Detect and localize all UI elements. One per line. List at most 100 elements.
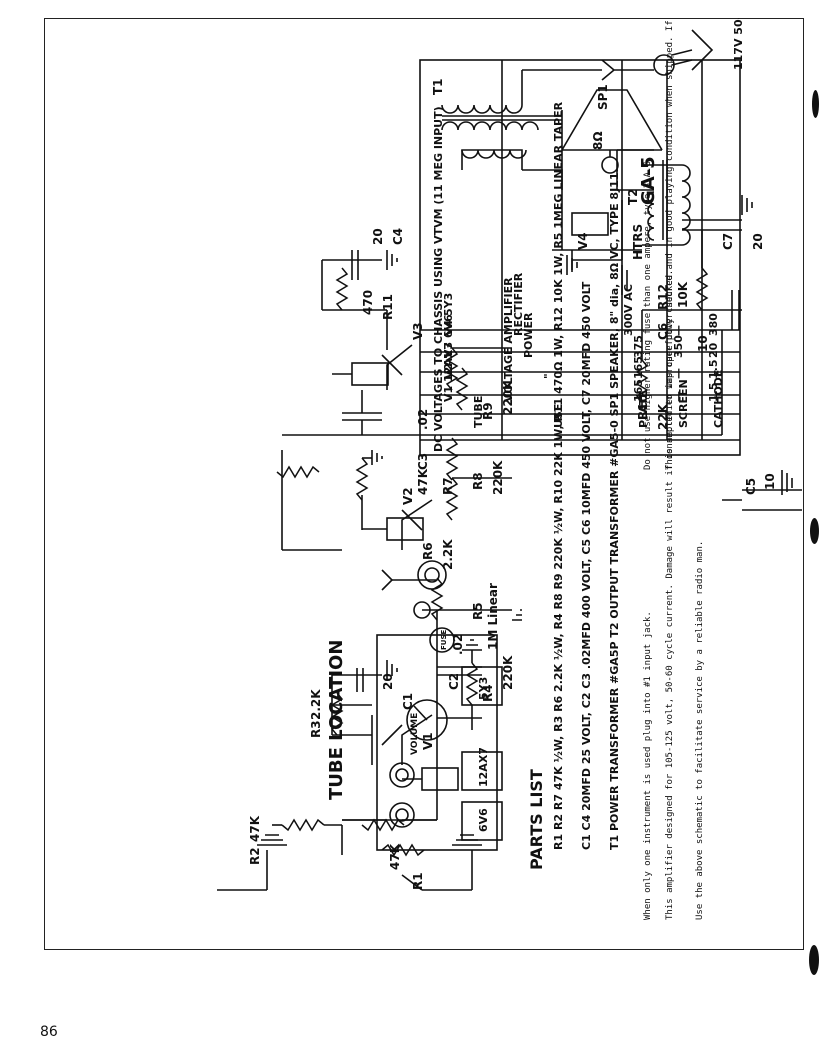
value-c4: 20	[371, 228, 385, 245]
value-r9: 220K	[501, 380, 515, 415]
table-cell: 350	[672, 335, 685, 358]
label-v2: V2	[401, 487, 415, 505]
schematic-wiring	[217, 29, 802, 891]
label-c7: C7	[721, 233, 735, 250]
table-header-plate: PLATE	[637, 390, 650, 428]
tube-6v6: 6V6	[477, 808, 490, 832]
input-jack-1	[389, 802, 415, 828]
mains-label: 117V 50-60~	[732, 18, 745, 70]
tube-socket-5y3	[461, 666, 503, 706]
table-cell: V3 6V6	[442, 314, 455, 358]
label-c3: C3	[416, 453, 430, 470]
table-cell: 165	[632, 356, 645, 379]
notes: When only one instrument is used plug in…	[643, 0, 705, 920]
label-r7: R7	[441, 477, 455, 495]
table-cell: 1.5	[707, 383, 720, 403]
value-r1: 47K	[388, 843, 402, 870]
table-cell: VOLTAGE AMPLIFIER	[502, 277, 515, 402]
label-t2: T2	[626, 188, 640, 205]
value-c3: .02	[416, 409, 430, 430]
table-cell: —	[672, 368, 685, 379]
voltage-table: DC VOLTAGES TO CHASSIS USING VTVM (11 ME…	[419, 59, 741, 456]
value-r4: 220K	[501, 655, 515, 690]
label-r9: R9	[481, 402, 495, 420]
parts-list: PARTS LIST R1 R2 R7 47K ½W, R3 R6 2.2K ½…	[527, 101, 621, 870]
table-cell: V1 12AX7	[442, 342, 455, 402]
table-header-use: USE	[552, 404, 565, 428]
label-v4: V4	[576, 232, 590, 250]
table-cell: RECTIFIER	[512, 272, 525, 336]
label-htrs: HTRS	[631, 224, 645, 260]
page-frame	[44, 18, 804, 950]
table-cell: 375	[632, 335, 645, 358]
volume-knob	[406, 699, 448, 741]
fuse-holder	[429, 627, 455, 653]
table-cell: 300V AC	[622, 284, 635, 336]
note-2: This amplifier designed for 105-125 volt…	[665, 270, 675, 920]
table-cell: V2 "	[442, 353, 455, 379]
parts-list-line-1: R1 R2 R7 47K ½W, R3 R6 2.2K ½W, R4 R8 R9…	[552, 101, 565, 850]
label-v1: V1	[421, 732, 435, 750]
parts-list-title: PARTS LIST	[527, 769, 546, 870]
table-title: DC VOLTAGES TO CHASSIS USING VTVM (11 ME…	[432, 106, 445, 452]
power-switch	[417, 560, 447, 590]
label-c5: C5	[744, 478, 758, 495]
note-1: When only one instrument is used plug in…	[643, 611, 653, 920]
table-cell: 165	[632, 379, 645, 402]
table-cell: 20	[707, 342, 720, 358]
tube-socket-12ax7	[461, 751, 503, 791]
value-c7: 20	[751, 233, 765, 250]
scan-edge-marks	[808, 0, 819, 1061]
table-cell: 1.5	[707, 360, 720, 380]
note-3: Use the above schematic to facilitate se…	[695, 541, 705, 920]
tube-5y3: 5Y3	[477, 677, 490, 700]
input-jack-2	[389, 762, 415, 788]
tube-socket-6v6	[461, 801, 503, 841]
value-r5: 1M Linear	[486, 583, 500, 650]
label-r2: R2	[248, 847, 262, 865]
label-r5: R5	[471, 602, 485, 620]
value-r7: 47K	[416, 468, 430, 495]
label-t1: T1	[431, 78, 445, 95]
volume-label: VOLUME	[410, 713, 420, 755]
label-v3: V3	[411, 322, 425, 340]
page-number: 86	[40, 1024, 58, 1040]
table-cell: 380	[707, 313, 720, 336]
label-c2: C2	[447, 673, 461, 690]
label-c1: C1	[401, 693, 415, 710]
table-cell: "	[542, 373, 555, 379]
label-r11: R11	[381, 294, 395, 320]
label-sp1: SP1	[596, 84, 610, 110]
label-c4: C4	[391, 228, 405, 245]
table-header-cathode: CATHODE	[712, 370, 725, 428]
note-4: Do not use higher rating fuse than one a…	[643, 156, 653, 470]
schematic-svg: R1 47K R2 47K V1 C1 20 R3 2.2K C2 .02 R4…	[217, 0, 802, 920]
pilot-lamp	[413, 601, 431, 619]
fuse-label: FUSE	[440, 629, 448, 650]
value-r3: 2.2K	[309, 689, 323, 720]
parts-list-line-2: C1 C4 20MFD 25 VOLT, C2 C3 .02MFD 400 VO…	[580, 281, 593, 850]
tube-12ax7: 12AX7	[477, 747, 490, 787]
value-r11: 470	[361, 290, 375, 315]
note-5: This amplifier was carefully checked and…	[665, 18, 675, 470]
parts-list-line-3: T1 POWER TRANSFORMER #GA5P T2 OUTPUT TRA…	[608, 168, 621, 850]
label-r3: R3	[309, 720, 323, 738]
table-cell: V4 5Y3	[442, 293, 455, 336]
value-r12: 10K	[676, 281, 690, 308]
tube-location-title: TUBE LOCATION	[326, 640, 347, 800]
value-c5: 10	[763, 473, 777, 490]
value-r2: 47K	[248, 815, 262, 842]
model-title: GA-5	[638, 156, 659, 205]
label-speaker-ohms: 8Ω	[591, 131, 605, 150]
value-r8: 220K	[491, 460, 505, 495]
table-header-screen: SCREEN	[677, 379, 690, 428]
value-r6: 2.2K	[441, 539, 455, 570]
label-r4: R4	[481, 684, 495, 702]
table-cell: —	[672, 325, 685, 336]
table-cell: POWER	[522, 312, 535, 358]
schematic-labels: R1 47K R2 47K V1 C1 20 R3 2.2K C2 .02 R4…	[248, 0, 777, 890]
label-r1: R1	[411, 872, 425, 890]
label-r8: R8	[471, 472, 485, 490]
table-header-tube: TUBE	[472, 396, 485, 428]
rotated-schematic-sheet: R1 47K R2 47K V1 C1 20 R3 2.2K C2 .02 R4…	[42, 0, 802, 950]
